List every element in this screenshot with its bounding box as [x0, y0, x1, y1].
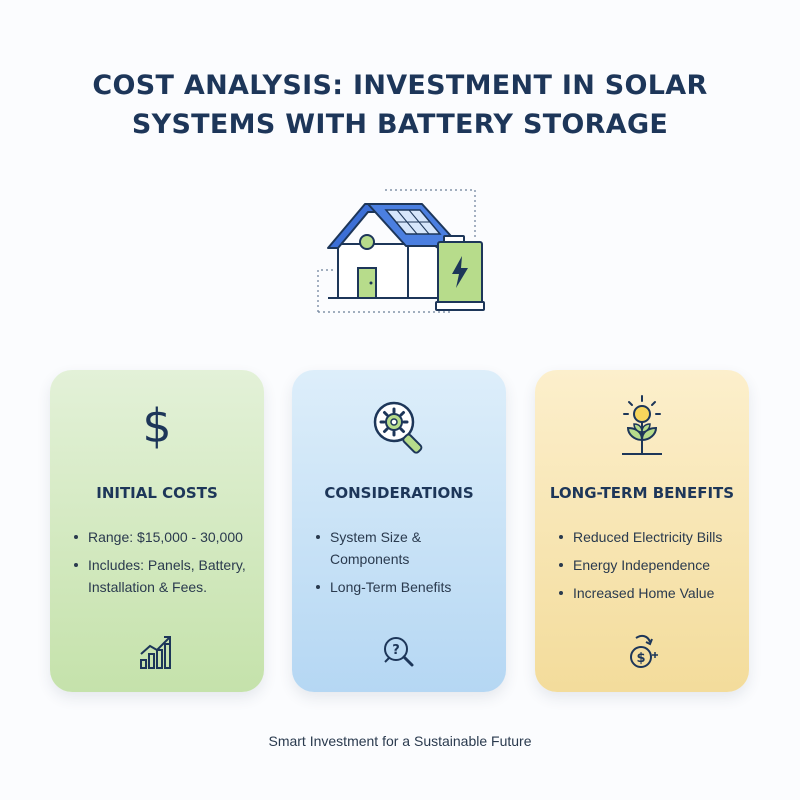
page-title: COST ANALYSIS: INVESTMENT IN SOLAR SYSTE…	[0, 66, 800, 144]
dollar-icon: $	[50, 394, 264, 454]
list-item: System Size & Components	[316, 526, 496, 570]
title-line-2: SYSTEMS WITH BATTERY STORAGE	[131, 109, 669, 140]
money-return-icon: $	[535, 632, 749, 672]
question-magnifier-icon: ?	[292, 632, 506, 672]
growing-plant-icon	[535, 394, 749, 460]
bullet-list: Reduced Electricity Bills Energy Indepen…	[535, 526, 732, 610]
footer-tagline: Smart Investment for a Sustainable Futur…	[268, 733, 532, 749]
svg-text:?: ?	[392, 643, 400, 658]
card-considerations: CONSIDERATIONS System Size & Components …	[292, 370, 506, 692]
title-line-1: COST ANALYSIS: INVESTMENT IN SOLAR	[92, 70, 708, 101]
list-item: Energy Independence	[559, 554, 722, 576]
growth-chart-icon	[50, 632, 264, 672]
svg-text:$: $	[636, 651, 645, 666]
gear-magnifier-icon	[292, 394, 506, 460]
card-title: CONSIDERATIONS	[324, 484, 474, 502]
card-long-term-benefits: LONG-TERM BENEFITS Reduced Electricity B…	[535, 370, 749, 692]
solar-house-icon	[317, 189, 485, 313]
list-item: Long-Term Benefits	[316, 576, 496, 598]
solar-house-battery-illustration	[310, 182, 500, 322]
bullet-list: System Size & Components Long-Term Benef…	[292, 526, 506, 604]
card-title: INITIAL COSTS	[96, 484, 218, 502]
list-item: Range: $15,000 - 30,000	[74, 526, 254, 548]
list-item: Increased Home Value	[559, 582, 722, 604]
list-item: Includes: Panels, Battery, Installation …	[74, 554, 254, 598]
bullet-list: Range: $15,000 - 30,000 Includes: Panels…	[50, 526, 264, 604]
card-initial-costs: $ INITIAL COSTS Range: $15,000 - 30,000 …	[50, 370, 264, 692]
list-item: Reduced Electricity Bills	[559, 526, 722, 548]
svg-text:$: $	[142, 399, 171, 453]
card-title: LONG-TERM BENEFITS	[549, 484, 735, 502]
